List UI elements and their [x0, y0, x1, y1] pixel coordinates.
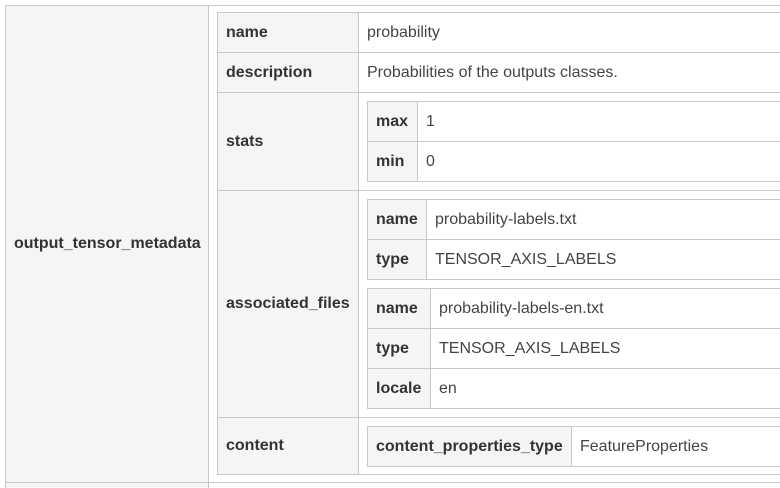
stats-max-value: 1	[417, 101, 780, 142]
next-row-key	[5, 482, 209, 488]
output-tensor-metadata-label: output_tensor_metadata	[14, 235, 201, 252]
content-properties-type-value: FeatureProperties	[571, 426, 780, 467]
content-key: content	[217, 417, 359, 475]
stats-max-key: max	[367, 101, 418, 142]
next-row-value	[208, 482, 780, 488]
stats-min-key: min	[367, 141, 418, 182]
description-value: Probabilities of the outputs classes.	[358, 52, 780, 93]
file-1-type-value: TENSOR_AXIS_LABELS	[426, 239, 780, 280]
file-2-type-value: TENSOR_AXIS_LABELS	[430, 328, 780, 369]
file-2-locale-value: en	[430, 368, 780, 409]
file-2-name-key: name	[367, 288, 431, 329]
file-1-name-key: name	[367, 199, 427, 240]
file-1-type-key: type	[367, 239, 427, 280]
file-2-name-value: probability-labels-en.txt	[430, 288, 780, 329]
output-tensor-metadata-key: output_tensor_metadata	[5, 5, 209, 483]
stats-min-value: 0	[417, 141, 780, 182]
file-2-locale-key: locale	[367, 368, 431, 409]
file-1-name-value: probability-labels.txt	[426, 199, 780, 240]
file-2-type-key: type	[367, 328, 431, 369]
name-key: name	[217, 12, 359, 53]
content-properties-type-key: content_properties_type	[367, 426, 572, 467]
stats-key: stats	[217, 92, 359, 191]
description-key: description	[217, 52, 359, 93]
associated-files-key: associated_files	[217, 190, 359, 418]
name-value: probability	[358, 12, 780, 53]
